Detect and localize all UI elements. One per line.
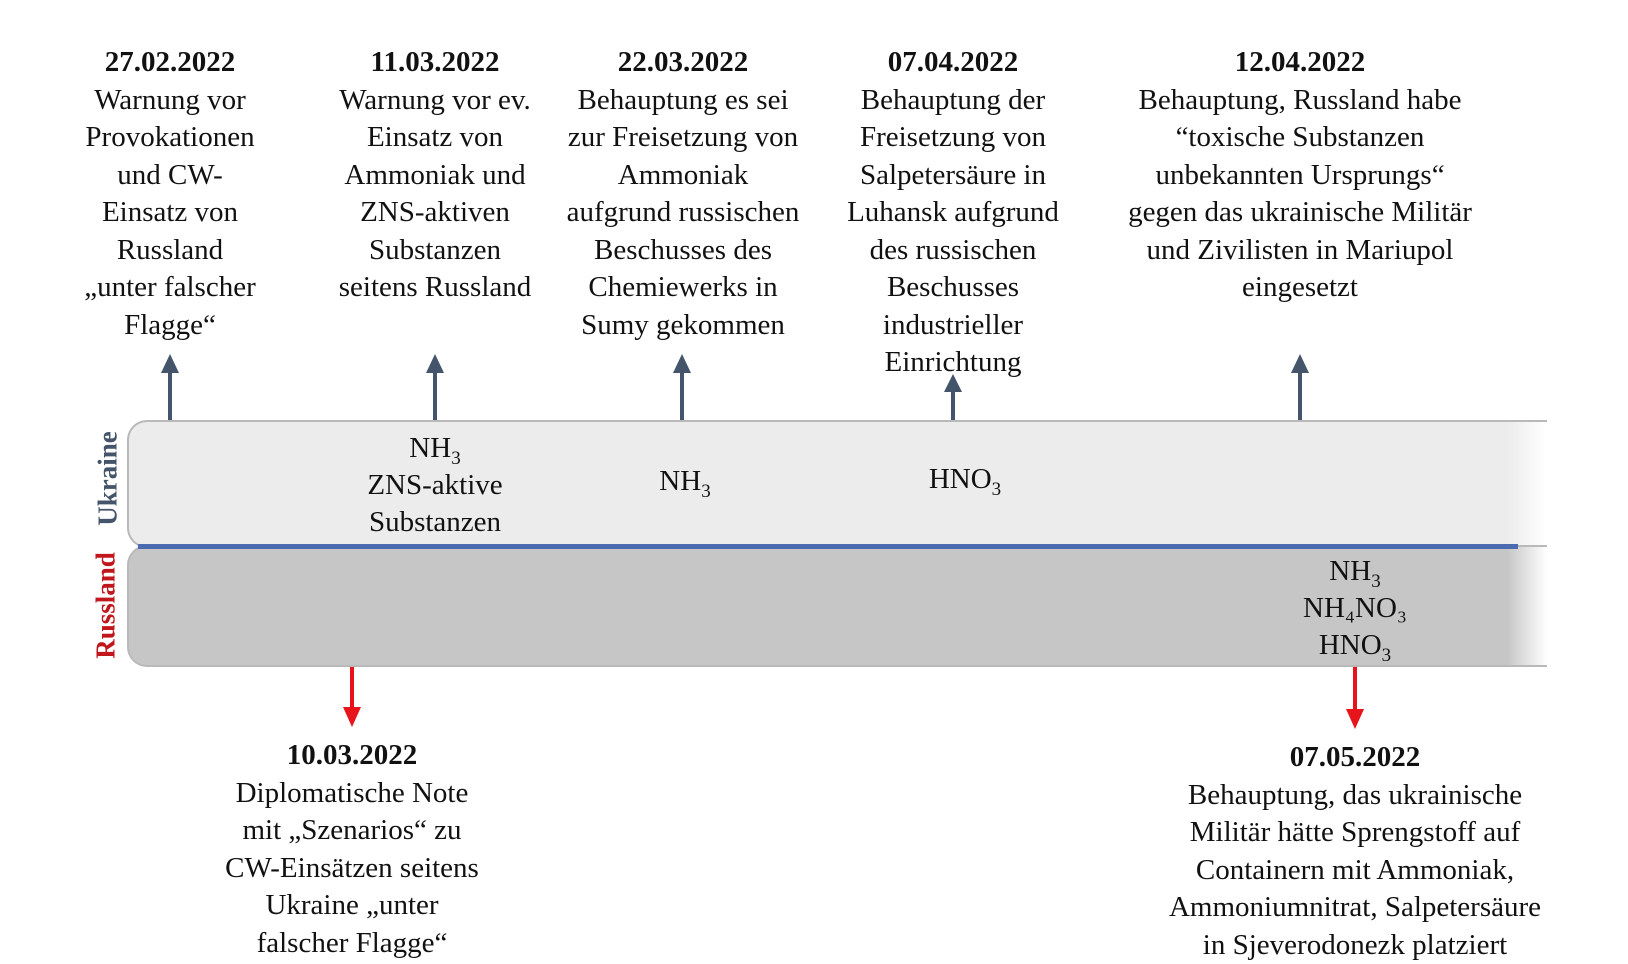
down-arrow-1 [343,667,361,727]
event-description: Behauptung der Freisetzung von Salpeters… [822,82,1084,382]
event-date: 07.04.2022 [822,44,1084,82]
ukraine-event-2: 11.03.2022 Warnung vor ev. Einsatz von A… [310,44,560,307]
russia-event-2: 07.05.2022 Behauptung, das ukrainische M… [1140,739,1570,964]
event-description: Diplomatische Note mit „Szenarios“ zu CW… [187,775,517,963]
event-date: 27.02.2022 [60,44,280,82]
ukraine-event-3: 22.03.2022 Behauptung es sei zur Freiset… [552,44,814,344]
substance-group-1: NH3 ZNS-aktive Substanzen [330,430,540,541]
substance-name: Substanzen [330,504,540,541]
substance-group-4: NH3 NH₄NO₃ HNO3 [1265,553,1445,664]
event-description: Warnung vor Provokationen und CW- Einsat… [60,82,280,345]
substance-formula: NH₄NO₃ [1265,590,1445,627]
ukraine-event-5: 12.04.2022 Behauptung, Russland habe “to… [1100,44,1500,307]
down-arrow-2 [1346,667,1364,729]
up-arrow-1 [161,354,179,420]
up-arrow-2 [426,354,444,420]
substance-formula: HNO3 [1265,627,1445,664]
substance-name: ZNS-aktive [330,467,540,504]
event-date: 10.03.2022 [187,737,517,775]
substance-formula: NH3 [1265,553,1445,590]
event-description: Warnung vor ev. Einsatz von Ammoniak und… [310,82,560,307]
substance-formula: HNO3 [900,461,1030,498]
ukraine-event-4: 07.04.2022 Behauptung der Freisetzung vo… [822,44,1084,382]
substance-group-2: NH3 [620,463,750,500]
substance-formula: NH3 [620,463,750,500]
substance-formula: NH3 [330,430,540,467]
event-description: Behauptung es sei zur Freisetzung von Am… [552,82,814,345]
event-date: 22.03.2022 [552,44,814,82]
russia-event-1: 10.03.2022 Diplomatische Note mit „Szena… [187,737,517,962]
substance-group-3: HNO3 [900,461,1030,498]
event-date: 07.05.2022 [1140,739,1570,777]
event-date: 12.04.2022 [1100,44,1500,82]
up-arrow-3 [673,354,691,420]
event-date: 11.03.2022 [310,44,560,82]
ukraine-event-1: 27.02.2022 Warnung vor Provokationen und… [60,44,280,344]
event-description: Behauptung, das ukrainische Militär hätt… [1140,777,1570,964]
up-arrow-5 [1291,354,1309,420]
event-description: Behauptung, Russland habe “toxische Subs… [1100,82,1500,307]
